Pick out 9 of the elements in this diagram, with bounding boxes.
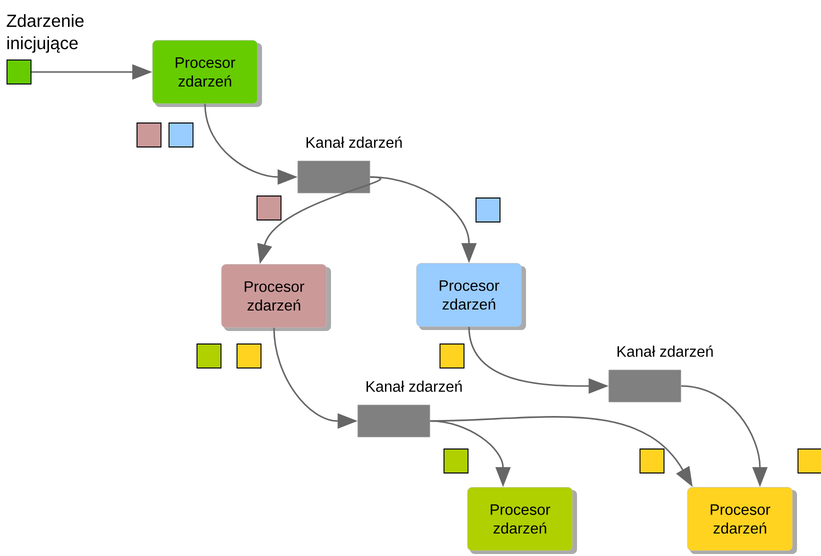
channel-label: Kanał zdarzeń <box>306 136 402 148</box>
channel-label: Kanał zdarzeń <box>618 346 713 357</box>
processor-box: Procesor zdarzeń <box>152 40 262 107</box>
processor-box: Procesor zdarzeń <box>221 264 331 331</box>
event-label: Zdarzenie inicjujące <box>6 14 84 53</box>
processor-box: Procesor zdarzeń <box>416 263 526 330</box>
channel-label: Kanał zdarzeń <box>366 380 462 392</box>
processor-box: Procesor zdarzeń <box>467 487 577 554</box>
processor-box: Procesor zdarzeń <box>687 487 797 554</box>
